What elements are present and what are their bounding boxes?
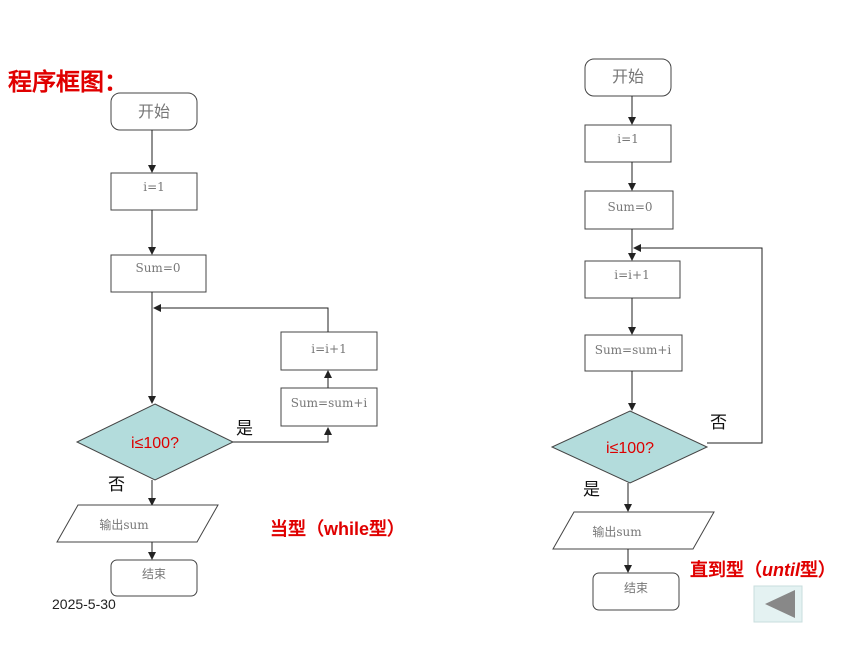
left-increment-label: i=i+1 [311,342,346,356]
right-end-label: 结束 [624,581,648,595]
right-start-label: 开始 [612,67,644,86]
triangle-left-icon [765,590,795,618]
right-condition-label: i≤100? [606,440,654,457]
right-no-label: 否 [710,413,727,433]
left-accumulate-box [280,387,378,427]
until-type-suffix: 型） [800,559,836,580]
right-accumulate-label: Sum=sum+i [595,343,672,357]
while-flowchart: 开始 i=1 Sum=0 i≤100? 是 Sum=sum+i i=i+1 否 … [56,92,405,597]
left-condition-label: i≤100? [131,435,179,452]
right-init-i-box [584,124,672,163]
right-increment-label: i=i+1 [614,268,649,282]
back-button[interactable] [753,585,803,623]
slide-date: 2025-5-30 [52,596,116,612]
page-title: 程序框图： [8,68,128,96]
right-loop-back-arrow [633,244,763,444]
left-output-label: 输出sum [99,517,149,532]
left-accumulate-label: Sum=sum+i [291,396,368,410]
until-flowchart: 开始 i=1 Sum=0 i=i+1 Sum=sum+i i≤100? 否 是 … [550,58,836,611]
left-condition-diamond [75,403,235,481]
until-type-prefix: 直到型（ [690,559,762,580]
right-increment-box [584,260,681,299]
right-output-label: 输出sum [592,524,642,539]
left-output-parallelogram [56,504,219,543]
while-type-label: 当型（while型） [270,518,405,539]
right-init-sum-label: Sum=0 [607,200,652,214]
right-output-parallelogram [552,511,715,550]
left-init-sum-label: Sum=0 [135,261,180,275]
left-yes-arrow [233,427,332,443]
right-init-i-label: i=1 [617,132,639,146]
right-init-sum-box [584,190,674,230]
right-accumulate-box [584,334,683,372]
until-type-label: 直到型（until型） [690,559,836,580]
left-no-label: 否 [108,475,125,495]
left-init-i-label: i=1 [143,180,165,194]
left-init-i-box [110,172,198,211]
right-condition-diamond [550,410,709,484]
right-end-node [592,572,680,611]
left-start-label: 开始 [138,102,170,121]
left-start-node [110,92,198,131]
until-type-keyword: until [762,560,801,580]
left-yes-label: 是 [236,419,253,439]
left-end-node [110,559,198,597]
right-start-node [584,58,672,97]
right-yes-label: 是 [583,480,600,500]
left-increment-box [280,331,378,371]
left-end-label: 结束 [142,567,166,581]
left-init-sum-box [110,254,207,293]
left-loop-back-arrow [153,304,329,332]
